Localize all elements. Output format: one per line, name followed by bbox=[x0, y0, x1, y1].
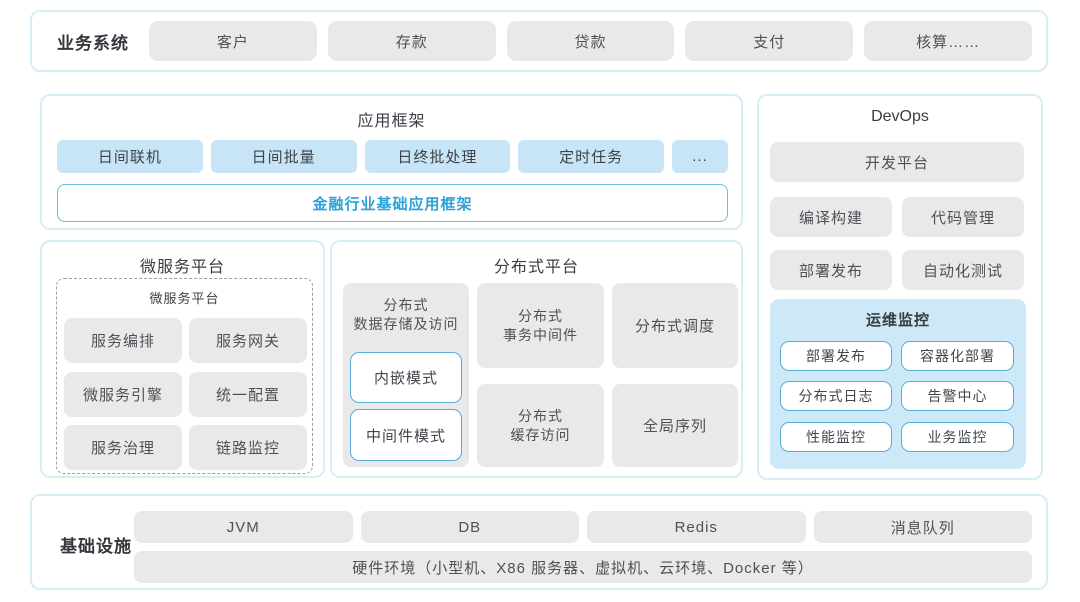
module-ellipsis: ... bbox=[672, 140, 728, 173]
module-daytime-batch: 日间批量 bbox=[210, 140, 357, 173]
business-item-payment: 支付 bbox=[685, 21, 854, 61]
microservice-section: 微服务平台 微服务平台 服务编排 服务网关 微服务引擎 统一配置 服务治理 链路… bbox=[40, 240, 325, 478]
dist-global-sequence: 全局序列 bbox=[612, 384, 738, 467]
business-item-loan: 贷款 bbox=[506, 21, 675, 61]
storage-embedded-mode: 内嵌模式 bbox=[350, 352, 462, 403]
distributed-storage-label: 分布式 数据存储及访问 bbox=[353, 297, 459, 332]
business-system-label: 业务系统 bbox=[57, 33, 129, 53]
distributed-section: 分布式平台 分布式 数据存储及访问 内嵌模式 中间件模式 分布式 事务中间件 分… bbox=[330, 240, 743, 478]
microservice-inner-panel: 微服务平台 服务编排 服务网关 微服务引擎 统一配置 服务治理 链路监控 bbox=[56, 278, 313, 474]
ms-service-orchestration: 服务编排 bbox=[64, 318, 182, 363]
infra-jvm: JVM bbox=[134, 511, 353, 543]
devops-dev-platform: 开发平台 bbox=[770, 142, 1024, 182]
finance-base-framework: 金融行业基础应用框架 bbox=[57, 184, 728, 222]
business-item-accounting: 核算…… bbox=[864, 21, 1032, 61]
monitor-container-deploy: 容器化部署 bbox=[901, 341, 1014, 371]
module-scheduled-task: 定时任务 bbox=[518, 140, 664, 173]
business-item-customer: 客户 bbox=[149, 21, 317, 61]
devops-section: DevOps 开发平台 编译构建 代码管理 部署发布 自动化测试 运维监控 部署… bbox=[757, 94, 1043, 480]
infra-hardware-env: 硬件环境（小型机、X86 服务器、虚拟机、云环境、Docker 等） bbox=[134, 551, 1032, 583]
business-item-deposit: 存款 bbox=[327, 21, 496, 61]
app-framework-section: 应用框架 日间联机 日间批量 日终批处理 定时任务 ... 金融行业基础应用框架 bbox=[40, 94, 743, 230]
monitor-performance: 性能监控 bbox=[780, 422, 892, 452]
ms-unified-config: 统一配置 bbox=[189, 372, 307, 417]
infrastructure-label: 基础设施 bbox=[60, 536, 132, 556]
devops-code-management: 代码管理 bbox=[902, 197, 1024, 237]
dist-cache-access: 分布式 缓存访问 bbox=[477, 384, 604, 467]
devops-automated-test: 自动化测试 bbox=[902, 250, 1024, 290]
distributed-storage-group: 分布式 数据存储及访问 内嵌模式 中间件模式 bbox=[343, 283, 469, 467]
microservice-inner-title: 微服务平台 bbox=[149, 291, 220, 306]
ms-service-gateway: 服务网关 bbox=[189, 318, 307, 363]
module-eod-batch: 日终批处理 bbox=[364, 140, 511, 173]
ms-service-governance: 服务治理 bbox=[64, 425, 182, 470]
infra-db: DB bbox=[360, 511, 579, 543]
distributed-title: 分布式平台 bbox=[493, 259, 579, 276]
ops-monitor-title: 运维监控 bbox=[865, 312, 930, 329]
monitor-deploy-release: 部署发布 bbox=[780, 341, 892, 371]
app-framework-modules: 日间联机 日间批量 日终批处理 定时任务 ... bbox=[57, 140, 728, 173]
devops-deploy-release: 部署发布 bbox=[770, 250, 892, 290]
dist-transaction-middleware: 分布式 事务中间件 bbox=[477, 283, 604, 368]
business-system-section: 业务系统 客户 存款 贷款 支付 核算…… bbox=[30, 10, 1048, 72]
app-framework-title: 应用框架 bbox=[357, 113, 426, 130]
monitor-distributed-log: 分布式日志 bbox=[780, 381, 892, 411]
ms-engine: 微服务引擎 bbox=[64, 372, 182, 417]
infra-message-queue: 消息队列 bbox=[813, 511, 1032, 543]
infra-redis: Redis bbox=[587, 511, 806, 543]
module-daytime-online: 日间联机 bbox=[57, 140, 203, 173]
infrastructure-items: JVM DB Redis 消息队列 bbox=[134, 511, 1032, 543]
monitor-alert-center: 告警中心 bbox=[901, 381, 1014, 411]
dist-scheduling: 分布式调度 bbox=[612, 283, 738, 368]
infrastructure-section: 基础设施 JVM DB Redis 消息队列 硬件环境（小型机、X86 服务器、… bbox=[30, 494, 1048, 590]
storage-middleware-mode: 中间件模式 bbox=[350, 409, 462, 461]
ops-monitor-panel: 运维监控 部署发布 容器化部署 分布式日志 告警中心 性能监控 业务监控 bbox=[770, 299, 1026, 469]
monitor-business: 业务监控 bbox=[901, 422, 1014, 452]
ms-link-monitor: 链路监控 bbox=[189, 425, 307, 470]
microservice-title: 微服务平台 bbox=[139, 259, 225, 276]
devops-compile-build: 编译构建 bbox=[770, 197, 892, 237]
devops-title: DevOps bbox=[871, 108, 929, 125]
